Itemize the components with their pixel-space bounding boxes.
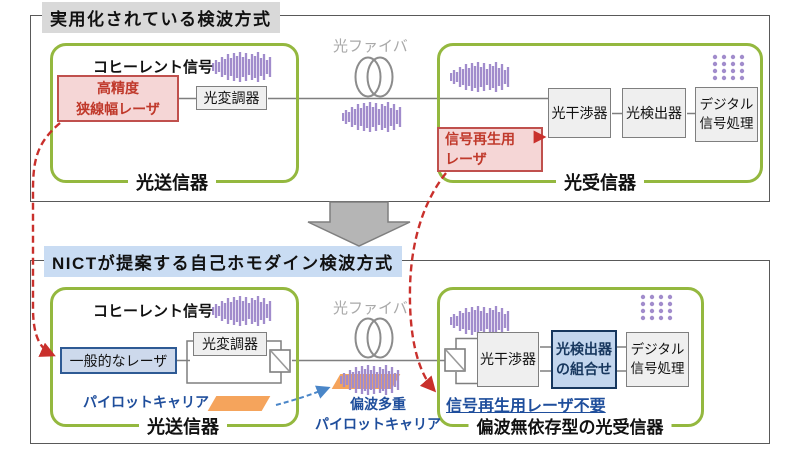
- detector-box-top: 光検出器: [622, 88, 686, 138]
- polarization-combiner-icon: [269, 349, 291, 373]
- dsp-dots-icon: [712, 54, 745, 81]
- narrow-linewidth-laser-box: 高精度 狭線幅レーザ: [57, 75, 179, 122]
- coherent-signal-label-top: コヒーレント信号: [93, 59, 214, 76]
- fiber-coil-icon-bottom: [354, 317, 394, 359]
- modulator-box-bottom: 光変調器: [193, 332, 267, 356]
- receiver-label-bottom: 偏波無依存型の光受信器: [468, 413, 672, 438]
- interferometer-box-bottom: 光干渉器: [477, 332, 539, 387]
- fiber-coil-icon-top: [354, 56, 394, 98]
- dsp-box-bottom: デジタル 信号処理: [626, 332, 689, 387]
- signal-waveform-icon: [212, 52, 272, 82]
- pol-mux-pilot-label: 偏波多重 パイロットキャリア: [315, 396, 441, 433]
- modulator-box-top: 光変調器: [196, 86, 267, 110]
- signal-waveform-icon: [212, 296, 272, 326]
- polarization-splitter-icon: [444, 348, 466, 372]
- pilot-carrier-icon: [207, 396, 271, 411]
- receiver-label-top: 光受信器: [556, 169, 644, 195]
- coherent-signal-label-bottom: コヒーレント信号: [93, 303, 214, 320]
- dsp-box-top: デジタル 信号処理: [695, 87, 758, 142]
- interferometer-box-top: 光干渉器: [548, 88, 611, 138]
- detector-combo-box: 光検出器 の組合せ: [551, 330, 617, 389]
- fiber-label-top: 光ファイバ: [333, 38, 408, 55]
- fiber-label-bottom: 光ファイバ: [333, 300, 408, 317]
- section-transition-arrow: [307, 201, 411, 247]
- dsp-dots-icon: [640, 294, 673, 321]
- transmitter-label-bottom: 光送信器: [139, 413, 227, 439]
- proposed-method-title: NICTが提案する自己ホモダイン検波方式: [44, 246, 402, 277]
- general-laser-box: 一般的なレーザ: [60, 347, 177, 374]
- signal-waveform-icon: [342, 102, 402, 132]
- pilot-carrier-label: パイロットキャリア: [83, 394, 209, 410]
- no-regen-laser-label: 信号再生用レーザ不要: [446, 398, 606, 415]
- practical-method-title: 実用化されている検波方式: [42, 2, 280, 33]
- signal-waveform-icon: [450, 62, 510, 92]
- regen-laser-box: 信号再生用 レーザ: [437, 127, 543, 172]
- signal-waveform-icon: [340, 365, 400, 395]
- transmitter-label-top: 光送信器: [128, 169, 216, 195]
